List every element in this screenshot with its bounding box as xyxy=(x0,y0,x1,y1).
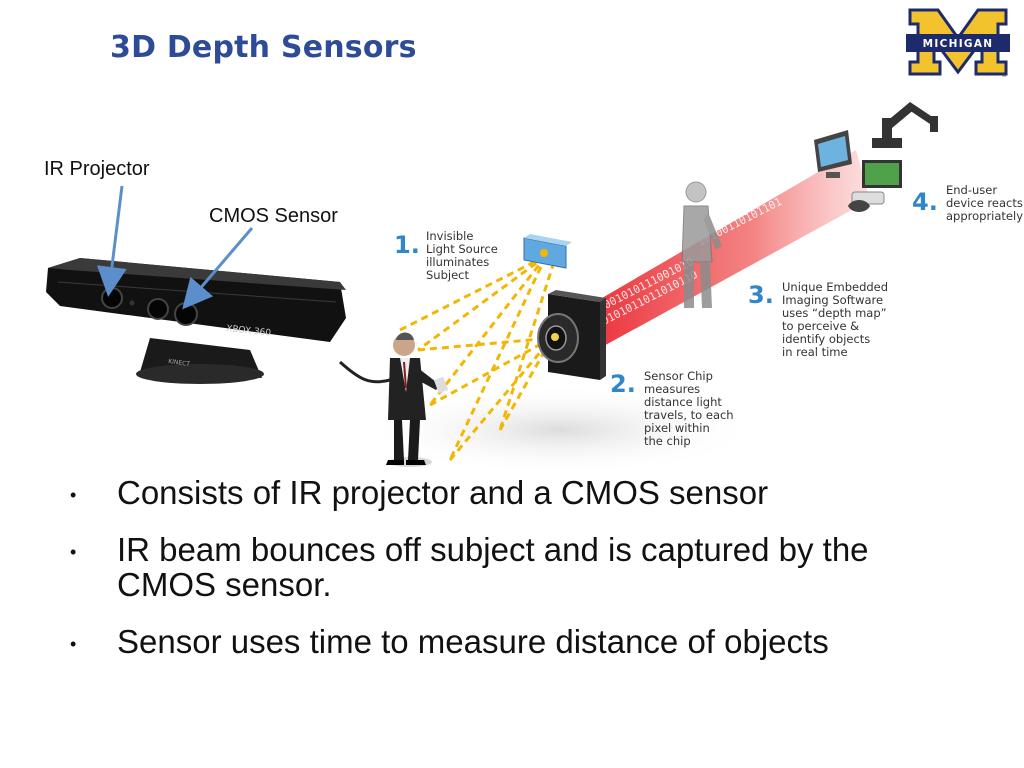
bullet-marker: • xyxy=(70,485,77,505)
ir-projector-arrow xyxy=(96,185,127,297)
bullet-marker: • xyxy=(70,542,77,562)
bullet-text: Sensor uses time to measure distance of … xyxy=(117,623,829,660)
kinect-stand-label: KINECT xyxy=(168,358,191,368)
step-3-line-4: to perceive & xyxy=(782,319,859,333)
bullet-text: IR beam bounces off subject and is captu… xyxy=(117,531,869,603)
step-3-line-3: uses “depth map” xyxy=(782,306,887,320)
step-1-line-4: Subject xyxy=(426,268,469,282)
slide-title: 3D Depth Sensors xyxy=(110,30,417,65)
step-3-line-6: in real time xyxy=(782,345,848,359)
bullet-text: Consists of IR projector and a CMOS sens… xyxy=(117,474,769,511)
step-3: 3. Unique Embedded Imaging Software uses… xyxy=(748,280,888,359)
step-2-line-6: the chip xyxy=(644,434,691,448)
step-3-line-5: identify objects xyxy=(782,332,870,346)
step-4-line-2: device reacts xyxy=(946,196,1023,210)
bullet-item: • Sensor uses time to measure distance o… xyxy=(70,624,970,659)
step-1-number: 1. xyxy=(394,231,420,259)
logo-text: MICHIGAN xyxy=(923,38,994,50)
step-3-number: 3. xyxy=(748,281,774,309)
cmos-sensor-label: CMOS Sensor xyxy=(209,205,338,227)
step-3-line-2: Imaging Software xyxy=(782,293,883,307)
step-2-line-4: travels, to each xyxy=(644,408,734,422)
step-4-line-3: appropriately xyxy=(946,209,1023,223)
step-2-line-5: pixel within xyxy=(644,421,710,435)
step-1-line-3: illuminates xyxy=(426,255,489,269)
bullet-item: • Consists of IR projector and a CMOS se… xyxy=(70,475,970,510)
sensor-chip-icon xyxy=(537,290,606,380)
presenter-figure-icon xyxy=(386,332,449,467)
light-rays xyxy=(399,254,556,461)
step-2: 2. Sensor Chip measures distance light t… xyxy=(610,369,734,448)
step-1: 1. Invisible Light Source illuminates Su… xyxy=(394,229,498,282)
bullet-marker: • xyxy=(70,634,77,654)
game-console-icon xyxy=(848,160,902,212)
step-4: 4. End-user device reacts appropriately xyxy=(912,183,1023,223)
depth-beam xyxy=(578,150,870,348)
step-2-line-1: Sensor Chip xyxy=(644,369,713,383)
step-2-line-2: measures xyxy=(644,382,700,396)
step-4-number: 4. xyxy=(912,188,938,216)
robot-arm-icon xyxy=(872,102,938,148)
step-2-line-3: distance light xyxy=(644,395,722,409)
projector-panel-icon xyxy=(523,234,572,269)
logo-registered-mark: ® xyxy=(1001,72,1007,78)
step-3-line-1: Unique Embedded xyxy=(782,280,888,294)
kinect-sensor-icon: XBOX 360 KINECT xyxy=(46,258,391,384)
michigan-logo-icon: MICHIGAN ® xyxy=(906,8,1010,78)
bullet-item: • IR beam bounces off subject and is cap… xyxy=(70,532,970,602)
computer-monitor-icon xyxy=(814,130,852,178)
step-4-line-1: End-user xyxy=(946,183,997,197)
step-1-line-2: Light Source xyxy=(426,242,498,256)
bullet-list: • Consists of IR projector and a CMOS se… xyxy=(70,475,970,681)
cmos-sensor-arrow xyxy=(182,227,254,310)
skeleton-figure-icon xyxy=(681,181,722,308)
ir-projector-label: IR Projector xyxy=(44,158,150,180)
step-1-line-1: Invisible xyxy=(426,229,473,243)
step-2-number: 2. xyxy=(610,370,636,398)
xbox-label: XBOX 360 xyxy=(226,324,272,339)
